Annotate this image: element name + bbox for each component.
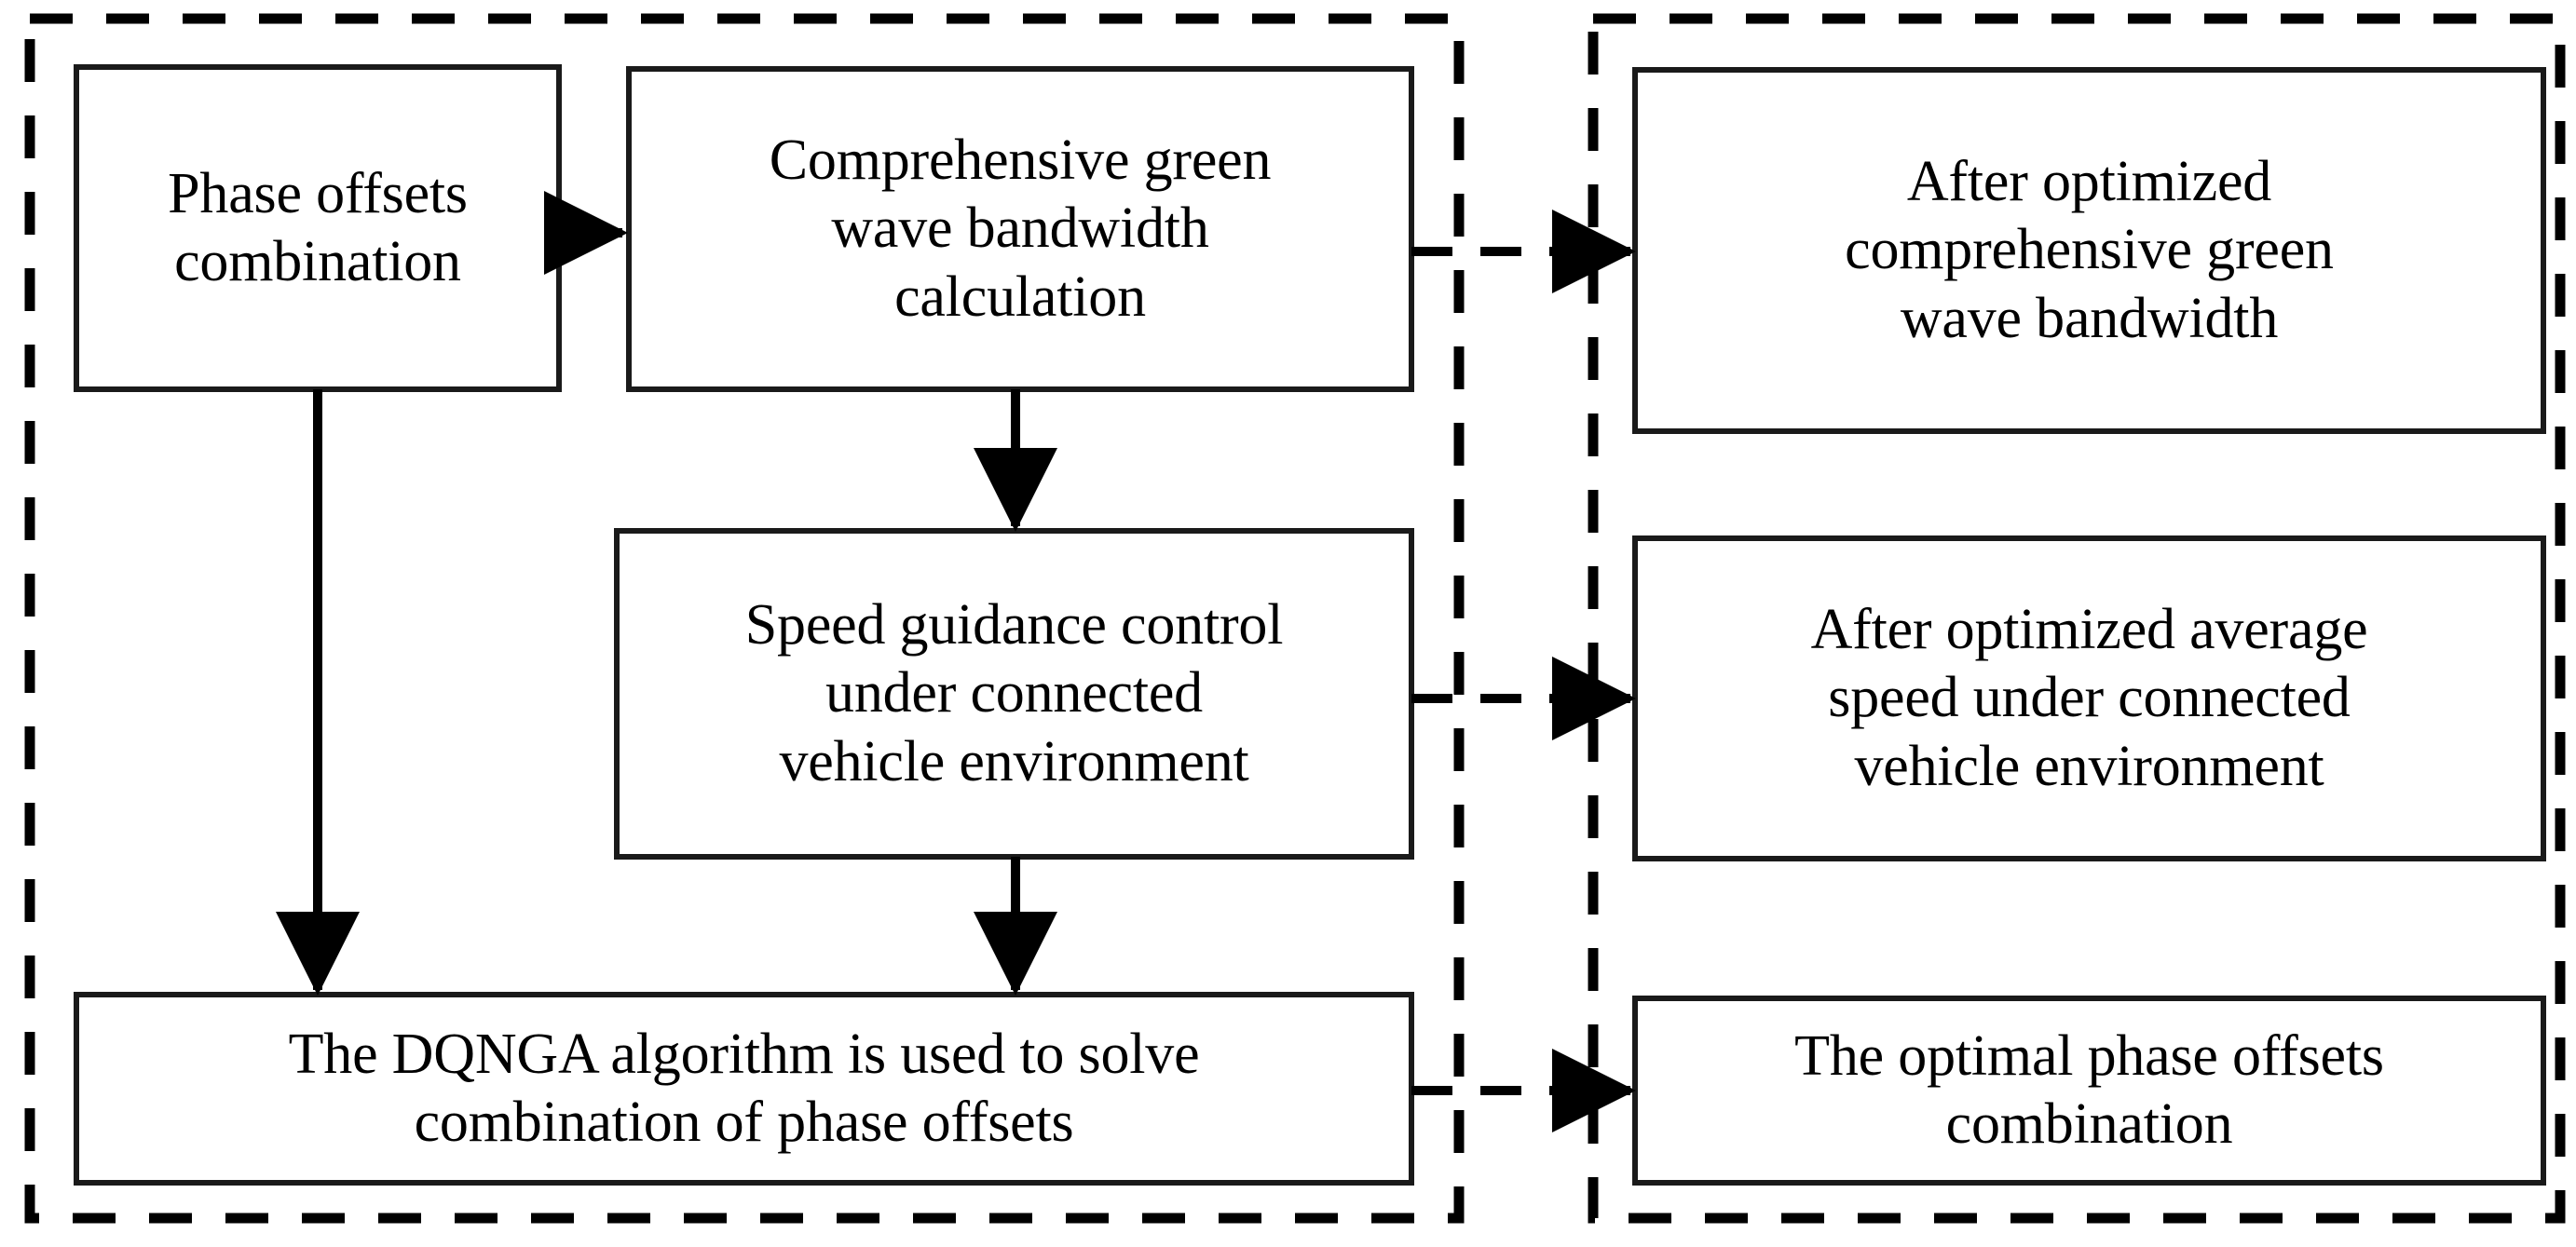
node-phase-offsets-combination[interactable] xyxy=(74,64,562,392)
optimization-process-group xyxy=(24,13,1465,1224)
node-after-optimized-comprehensive-green-wave-bandwidth[interactable] xyxy=(1632,67,2546,434)
node-speed-guidance-control[interactable] xyxy=(614,528,1414,860)
node-dqnga-algorithm-solve[interactable] xyxy=(74,992,1414,1186)
node-comprehensive-green-wave-bandwidth-calculation[interactable] xyxy=(626,66,1414,392)
node-optimal-phase-offsets-combination[interactable] xyxy=(1632,996,2546,1186)
optimization-output-group xyxy=(1588,13,2566,1224)
node-after-optimized-average-speed[interactable] xyxy=(1632,535,2546,861)
